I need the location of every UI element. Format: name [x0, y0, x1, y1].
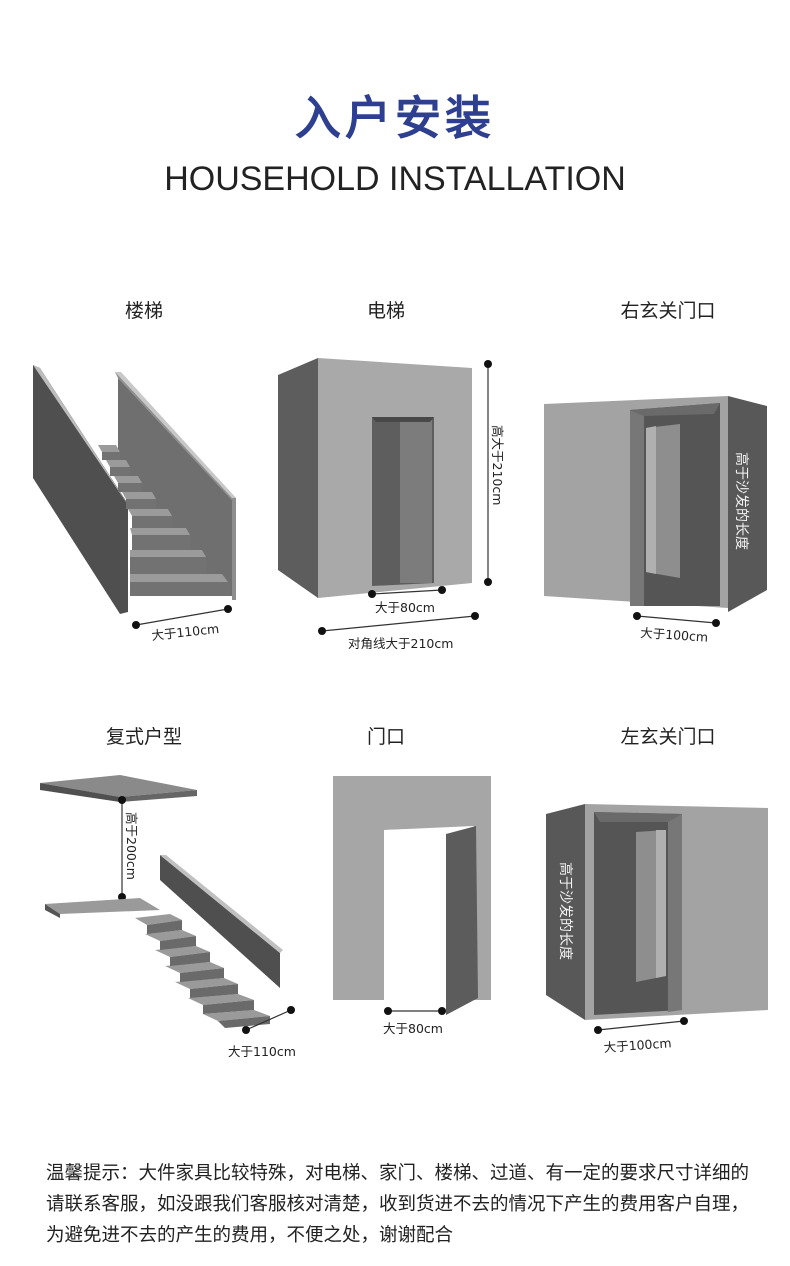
- right-entry-side: 高于沙发的长度: [733, 452, 750, 550]
- elevator-illustration: 高大于210cm 大于80cm 对角线大于210cm: [278, 358, 505, 651]
- label-door: 门口: [366, 726, 405, 748]
- elevator-height: 高大于210cm: [490, 425, 505, 505]
- elevator-diagonal: 对角线大于210cm: [348, 636, 453, 651]
- left-entry-illustration: 高于沙发的长度 大于100cm: [546, 804, 768, 1055]
- door-width: 大于80cm: [383, 1021, 443, 1036]
- label-elevator: 电梯: [366, 300, 405, 322]
- duplex-height: 高于200cm: [124, 812, 139, 880]
- stairs-illustration: 大于110cm: [33, 365, 236, 643]
- left-entry-side: 高于沙发的长度: [557, 862, 574, 960]
- label-stairs: 楼梯: [124, 300, 163, 322]
- duplex-dim: 大于110cm: [228, 1044, 296, 1059]
- right-entry-width: 大于100cm: [640, 625, 709, 645]
- stairs-dim: 大于110cm: [151, 621, 220, 643]
- notice-text: 温馨提示：大件家具比较特殊，对电梯、家门、楼梯、过道、有一定的要求尺寸详细的请联…: [46, 1163, 750, 1246]
- label-right-entry: 右玄关门口: [620, 300, 716, 322]
- page-title: 入户安装: [295, 91, 495, 145]
- page-subtitle: HOUSEHOLD INSTALLATION: [164, 160, 626, 198]
- left-entry-width: 大于100cm: [603, 1035, 672, 1055]
- door-illustration: 大于80cm: [333, 776, 491, 1036]
- right-entry-illustration: 高于沙发的长度 大于100cm: [544, 396, 767, 645]
- label-left-entry: 左玄关门口: [620, 726, 716, 748]
- label-duplex: 复式户型: [105, 726, 182, 748]
- elevator-width: 大于80cm: [375, 600, 435, 615]
- duplex-illustration: 高于200cm 大于110cm: [40, 775, 296, 1059]
